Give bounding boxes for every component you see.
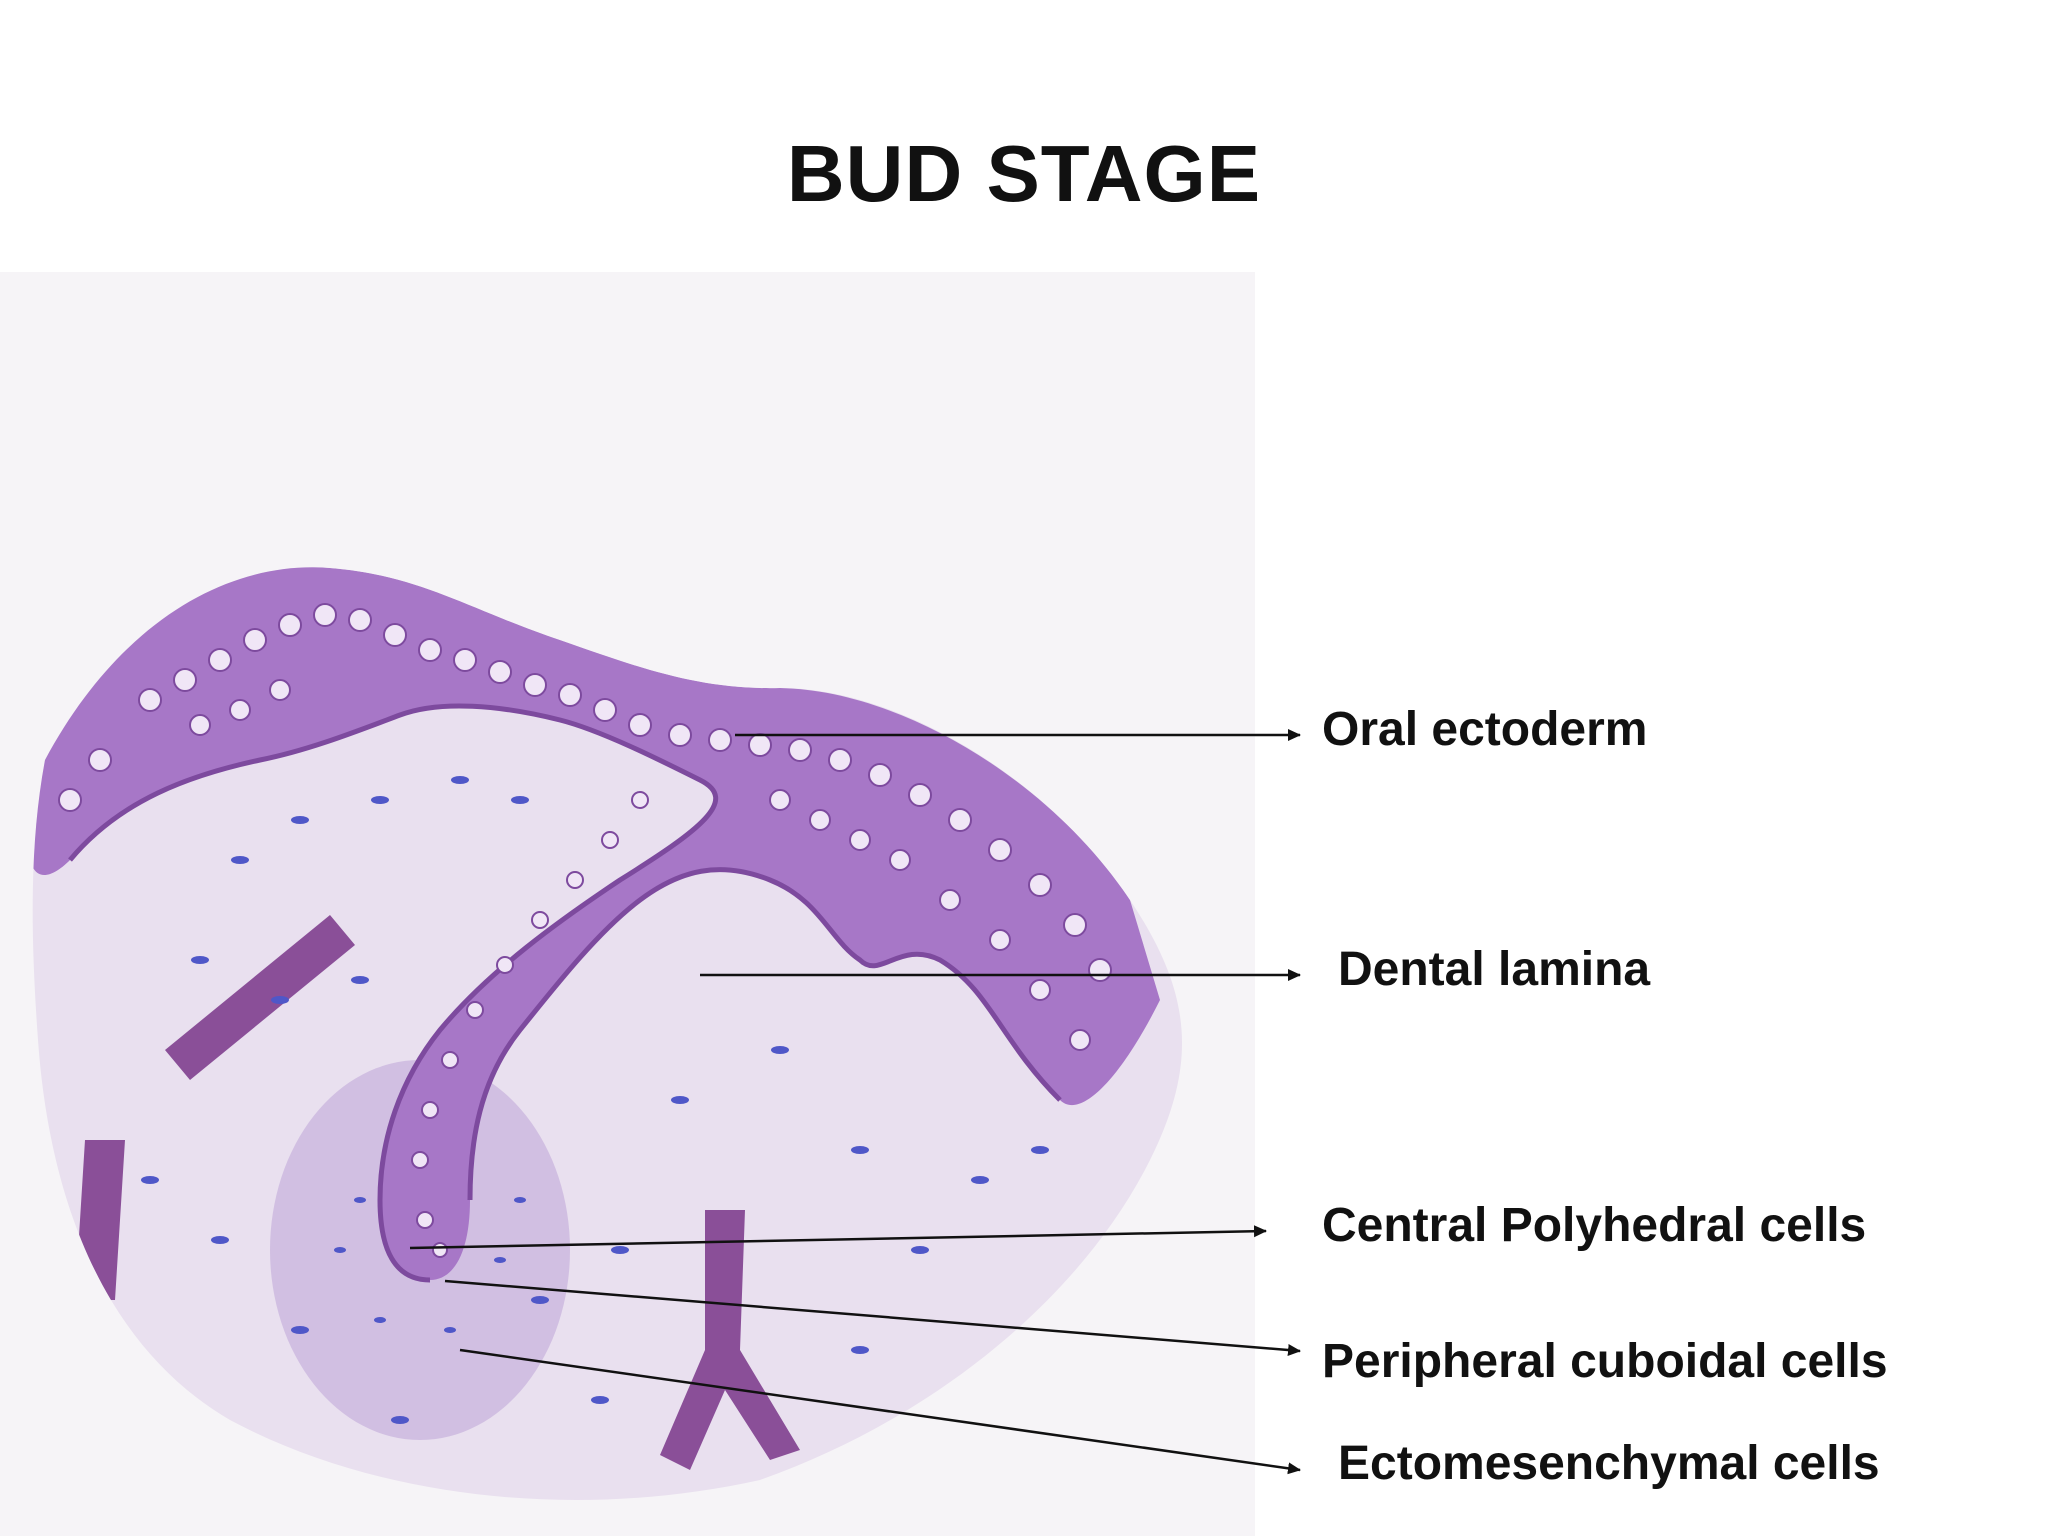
label-central-polyhedral-cells: Central Polyhedral cells bbox=[1322, 1199, 1867, 1252]
basement-membrane bbox=[68, 703, 719, 1283]
arrow-central-polyhedral bbox=[409, 1225, 1267, 1250]
label-oral-ectoderm: Oral ectoderm bbox=[1322, 703, 1648, 756]
label-ectomesenchymal-cells: Ectomesenchymal cells bbox=[1338, 1437, 1880, 1490]
slide-title: BUD STAGE bbox=[786, 129, 1262, 218]
basement-membrane-right bbox=[467, 867, 1062, 1201]
label-peripheral-cuboidal-cells: Peripheral cuboidal cells bbox=[1322, 1335, 1888, 1388]
epithelial-cells bbox=[58, 603, 1112, 1258]
arrow-ectomesenchymal bbox=[459, 1348, 1301, 1475]
arrow-peripheral-cuboidal bbox=[444, 1279, 1301, 1357]
label-arrows bbox=[409, 729, 1301, 1475]
blood-vessel bbox=[165, 915, 355, 1080]
blood-vessel-vertical bbox=[660, 1210, 800, 1470]
mesenchymal-nuclei bbox=[141, 776, 1049, 1424]
label-dental-lamina: Dental lamina bbox=[1338, 943, 1651, 996]
